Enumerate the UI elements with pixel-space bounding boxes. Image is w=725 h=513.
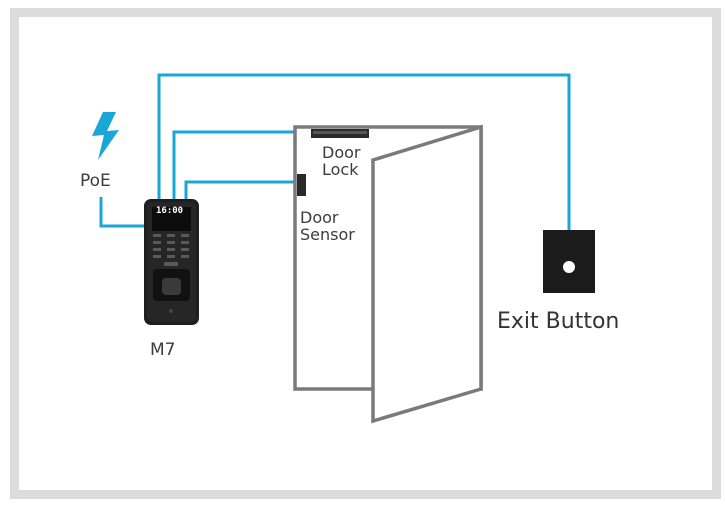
door-leaf — [371, 124, 483, 424]
exit-button-dot — [563, 261, 575, 273]
exit-button-label: Exit Button — [497, 309, 620, 334]
door-lock-label: Door Lock — [322, 144, 360, 178]
wire-door-sensor — [184, 180, 298, 200]
fingerprint-sensor — [162, 278, 181, 295]
fingerprint-reader-icon — [144, 199, 199, 325]
door-sensor-icon — [297, 174, 306, 196]
door-lock-label-line2: Lock — [322, 160, 359, 179]
lightning-icon — [92, 112, 119, 160]
door-lock-highlight — [313, 131, 367, 134]
wire-exit-button — [157, 73, 571, 230]
device-label: M7 — [150, 340, 176, 360]
device-led — [169, 309, 173, 313]
device-screen-time: 16:00 — [156, 206, 184, 216]
wire-door-lock — [172, 130, 310, 200]
wires — [99, 73, 571, 230]
device-keypad — [153, 234, 189, 266]
door-sensor-label-line1: Door — [300, 208, 339, 227]
door-lock-label-line1: Door — [322, 143, 361, 162]
wire-poe — [99, 197, 147, 228]
poe-label: PoE — [80, 171, 111, 191]
door-sensor-label: Door Sensor — [300, 209, 355, 243]
door-sensor-label-line2: Sensor — [300, 225, 355, 244]
device-screen — [152, 207, 191, 231]
